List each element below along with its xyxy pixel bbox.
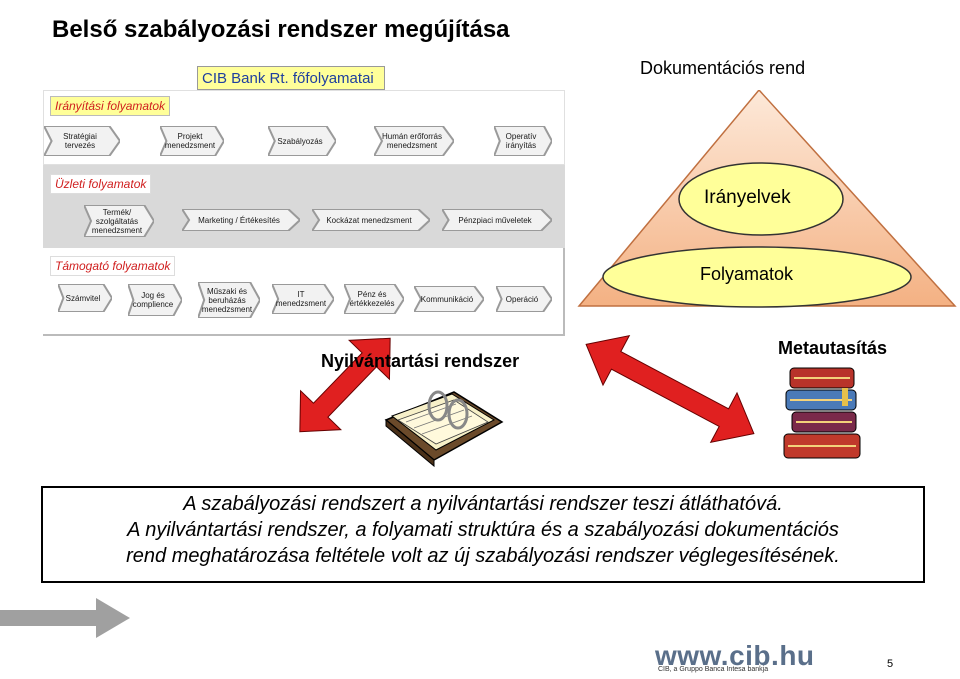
tamogato-label: Támogató folyamatok (50, 256, 176, 276)
uzleti-label: Üzleti folyamatok (50, 174, 152, 194)
chevron-label: Pénzpiaci műveletek (458, 215, 532, 225)
chevron-label: Műszaki és beruházás menedzsment (201, 286, 253, 314)
chevron-label: Jog és complience (132, 291, 174, 309)
chevron-label: Pénz és értékkezelés (349, 290, 395, 308)
chevron-label: Kockázat menedzsment (326, 215, 412, 225)
metautasitas-label: Metautasítás (778, 338, 888, 358)
footer-url: www.cib.hu (655, 640, 815, 671)
documentation-pyramid (577, 90, 957, 308)
chevron-marketing-ertekesites: Marketing / Értékesítés (182, 209, 300, 231)
chevron-strategiai-tervezes: Stratégiai tervezés (44, 126, 120, 156)
cib-main-processes-label: CIB Bank Rt. főfolyamatai (197, 66, 385, 90)
books-stack-icon (783, 367, 861, 459)
chevron-penz-ertekkezeles: Pénz és értékkezelés (344, 284, 404, 314)
chevron-projekt-menedzsment: Projekt menedzsment (160, 126, 224, 156)
chevron-operacio: Operáció (496, 286, 552, 312)
chevron-operativ-iranyitas: Operatív irányítás (494, 126, 552, 156)
chevron-kommunikacio: Kommunikáció (414, 286, 484, 312)
chevron-kockazat-menedzsment: Kockázat menedzsment (312, 209, 430, 231)
footer-arrow-icon (0, 598, 130, 638)
nyilvantartasi-rendszer-label: Nyilvántartási rendszer (321, 351, 520, 371)
chevron-szamvitel: Számvitel (58, 284, 112, 312)
chevron-it-menedzsment: IT menedzsment (272, 284, 334, 314)
summary-line-2: A nyilvántartási rendszer, a folyamati s… (127, 519, 839, 541)
folyamatok-label: Folyamatok (700, 264, 794, 284)
left-double-arrow (299, 337, 391, 433)
chevron-label: Marketing / Értékesítés (198, 215, 280, 225)
chevron-label: Stratégiai tervezés (63, 132, 97, 150)
chevron-label: Operatív irányítás (505, 132, 537, 150)
documentation-title: Dokumentációs rend (640, 58, 806, 78)
chevron-label: Humán erőforrás menedzsment (381, 132, 443, 150)
chevron-label: IT menedzsment (275, 290, 327, 308)
iranyelvek-label: Irányelvek (704, 187, 791, 208)
chevron-label: Operáció (505, 294, 539, 304)
chevron-termek-szolgaltatas: Termék/ szolgáltatás menedzsment (84, 205, 154, 237)
summary-line-1: A szabályozási rendszert a nyilvántartás… (183, 493, 783, 515)
footer-subtitle: CIB, a Gruppo Banca Intesa bankja (658, 666, 769, 673)
chevron-label: Szabályozás (277, 136, 323, 146)
chevron-human-eroforras: Humán erőforrás menedzsment (374, 126, 454, 156)
slide-title: Belső szabályozási rendszer megújítása (52, 16, 510, 43)
chevron-label: Projekt menedzsment (164, 132, 216, 150)
iranyitasi-label: Irányítási folyamatok (50, 96, 171, 116)
chevron-szabalyozas: Szabályozás (268, 126, 336, 156)
binder-icon (384, 390, 504, 468)
summary-box: A szabályozási rendszert a nyilvántartás… (41, 486, 925, 583)
chevron-jog-complience: Jog és complience (128, 284, 182, 316)
chevron-label: Számvitel (65, 293, 101, 303)
chevron-label: Kommunikáció (420, 294, 474, 304)
chevron-label: Termék/ szolgáltatás menedzsment (91, 207, 143, 235)
chevron-muszaki-beruhazas: Műszaki és beruházás menedzsment (198, 282, 260, 318)
summary-line-3: rend meghatározása feltétele volt az új … (126, 545, 840, 567)
chevron-penzpiaci-muveletek: Pénzpiaci műveletek (442, 209, 552, 231)
right-double-arrow (585, 334, 755, 444)
page-number: 5 (887, 658, 894, 670)
